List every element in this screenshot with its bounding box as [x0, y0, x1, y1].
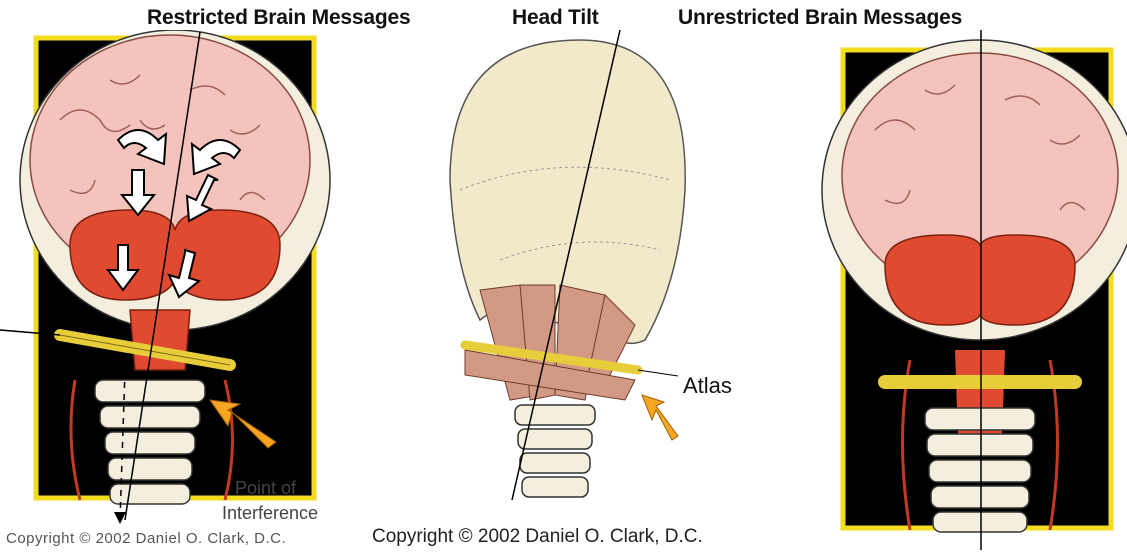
unrestricted-illustration [815, 30, 1127, 550]
point-of-interference-line1: Point of [235, 478, 296, 499]
copyright-center: Copyright © 2002 Daniel O. Clark, D.C. [372, 526, 703, 548]
restricted-illustration [0, 30, 340, 530]
atlas-label: Atlas [683, 373, 732, 399]
orange-arrow-center [642, 395, 678, 440]
unrestricted-heading: Unrestricted Brain Messages [678, 6, 962, 30]
copyright-left: Copyright © 2002 Daniel O. Clark, D.C. [6, 530, 286, 547]
head-tilt-heading: Head Tilt [512, 6, 599, 30]
neck-muscles [465, 285, 635, 400]
restricted-heading: Restricted Brain Messages [147, 6, 410, 30]
point-of-interference-line2: Interference [222, 503, 318, 524]
head-tilt-illustration [420, 30, 700, 520]
